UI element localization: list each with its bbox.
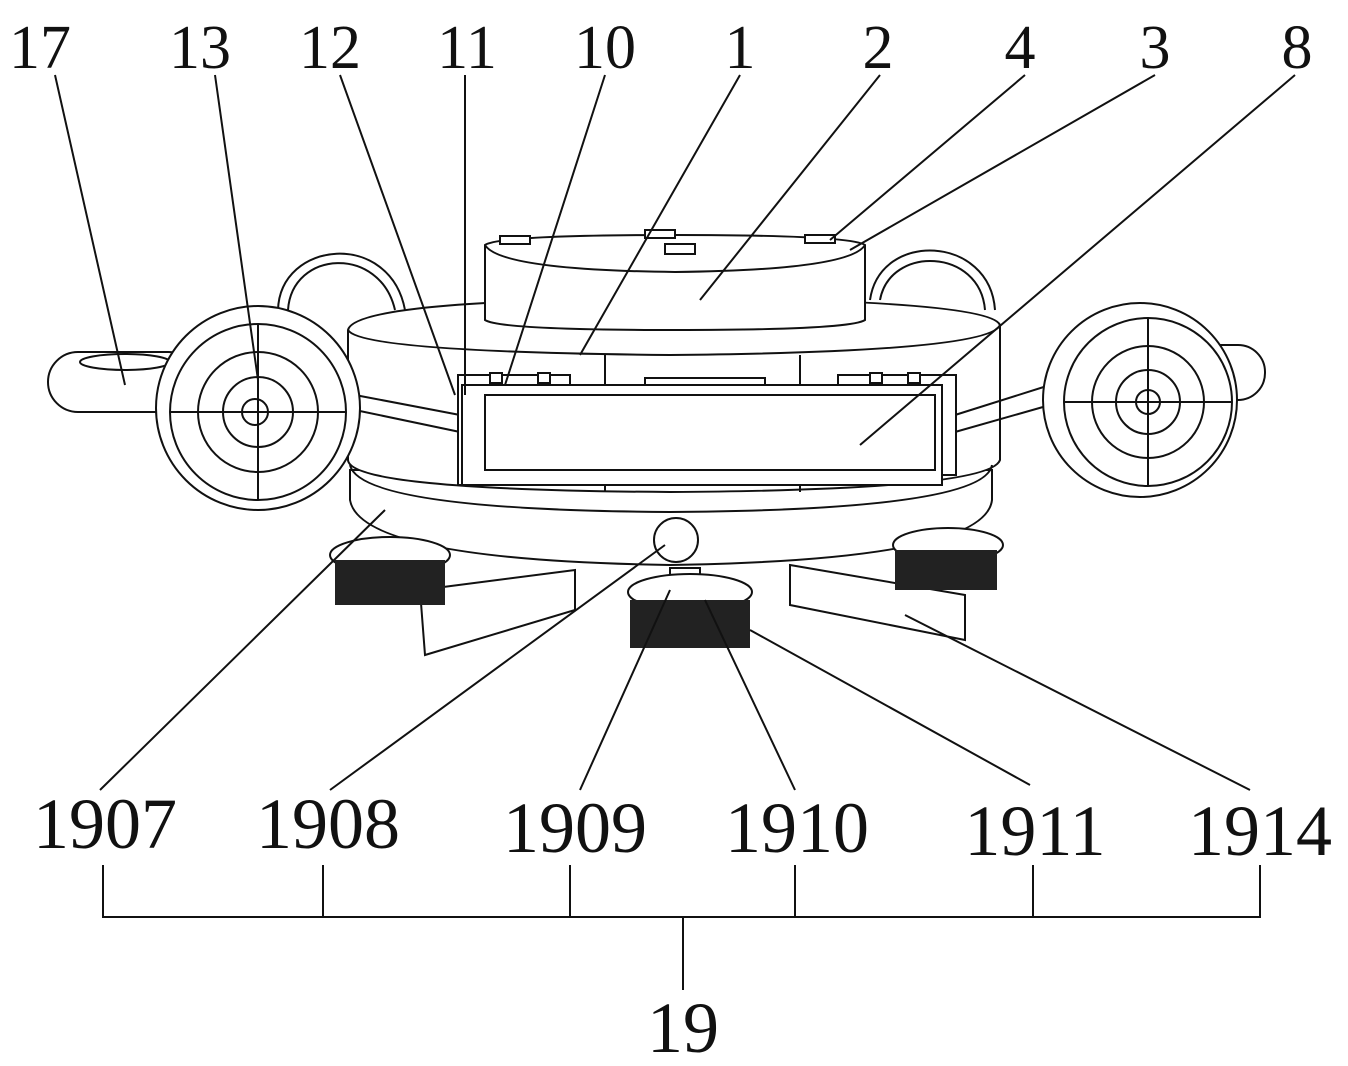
fan-wheel-left (156, 306, 360, 510)
fan-wheel-right (1043, 303, 1237, 497)
label-4: 4 (1005, 14, 1036, 82)
label-13: 13 (169, 14, 231, 82)
top-cover (485, 230, 865, 330)
label-17: 17 (9, 14, 71, 82)
label-1907: 1907 (33, 784, 177, 864)
label-1909: 1909 (503, 788, 647, 868)
label-3: 3 (1140, 14, 1171, 82)
label-19: 19 (647, 988, 719, 1066)
label-1: 1 (725, 14, 756, 82)
label-2: 2 (863, 14, 894, 82)
label-10: 10 (574, 14, 636, 82)
label-1910: 1910 (725, 788, 869, 868)
label-1914: 1914 (1188, 791, 1332, 871)
label-8: 8 (1282, 14, 1313, 82)
label-11: 11 (437, 14, 497, 82)
label-1908: 1908 (256, 784, 400, 864)
front-panel (458, 373, 956, 485)
label-12: 12 (299, 14, 361, 82)
label-1911: 1911 (964, 791, 1105, 871)
